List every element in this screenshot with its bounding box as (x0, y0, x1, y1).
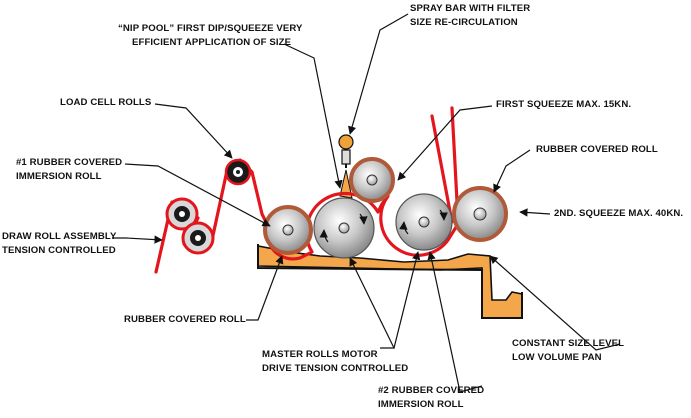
label-spray-bar: SPRAY BAR WITH FILTER SIZE RE-CIRCULATIO… (410, 2, 530, 30)
label-constant-level-line1: CONSTANT SIZE LEVEL (512, 338, 625, 349)
label-load-cell: LOAD CELL ROLLS (60, 96, 151, 110)
label-immersion-roll-1-line2: IMMERSION ROLL (16, 171, 102, 182)
label-immersion-roll-1: #1 RUBBER COVERED IMMERSION ROLL (16, 156, 122, 184)
load-cell-roll (224, 158, 252, 186)
label-constant-level: CONSTANT SIZE LEVEL LOW VOLUME PAN (512, 337, 624, 365)
label-nip-pool: “NIP POOL” FIRST DIP/SQUEEZE VERY EFFICI… (118, 22, 303, 50)
label-rubber-roll-bottom: RUBBER COVERED ROLL (124, 313, 246, 327)
second-squeeze-roll (452, 186, 508, 242)
label-second-squeeze-text: 2ND. SQUEEZE MAX. 40KN. (554, 208, 684, 219)
label-master-rolls: MASTER ROLLS MOTOR DRIVE TENSION CONTROL… (262, 348, 408, 376)
label-draw-roll-line1: DRAW ROLL ASSEMBLY (2, 231, 117, 242)
label-rubber-roll-bottom-text: RUBBER COVERED ROLL (124, 314, 246, 325)
label-first-squeeze-text: FIRST SQUEEZE MAX. 15KN. (496, 99, 632, 110)
master-roll-1 (313, 197, 375, 259)
label-immersion-roll-2-line1: #2 RUBBER COVERED (378, 385, 485, 396)
label-load-cell-text: LOAD CELL ROLLS (60, 97, 152, 108)
label-first-squeeze: FIRST SQUEEZE MAX. 15KN. (496, 98, 631, 112)
label-master-rolls-line2: DRIVE TENSION CONTROLLED (262, 363, 409, 374)
label-nip-pool-line2: EFFICIENT APPLICATION OF SIZE (132, 37, 292, 48)
spray-bar (338, 134, 354, 168)
label-spray-bar-line2: SIZE RE-CIRCULATION (410, 17, 518, 28)
label-draw-roll-line2: TENSION CONTROLLED (2, 245, 116, 256)
nip-pool (339, 169, 353, 199)
label-second-squeeze: 2ND. SQUEEZE MAX. 40KN. (554, 207, 683, 221)
label-draw-roll: DRAW ROLL ASSEMBLY TENSION CONTROLLED (2, 230, 116, 258)
label-master-rolls-line1: MASTER ROLLS MOTOR (262, 349, 378, 360)
draw-roll-assembly (165, 197, 215, 255)
label-rubber-roll-top-text: RUBBER COVERED ROLL (536, 144, 658, 155)
label-constant-level-line2: LOW VOLUME PAN (512, 352, 602, 363)
master-roll-2 (395, 193, 453, 251)
label-rubber-roll-top: RUBBER COVERED ROLL (536, 143, 658, 157)
size-pan (257, 244, 523, 319)
label-spray-bar-line1: SPRAY BAR WITH FILTER (410, 3, 531, 14)
immersion-roll-1 (263, 205, 313, 255)
label-immersion-roll-2: #2 RUBBER COVERED IMMERSION ROLL (378, 384, 484, 412)
label-nip-pool-line1: “NIP POOL” FIRST DIP/SQUEEZE VERY (118, 23, 303, 34)
first-squeeze-roll (349, 157, 395, 203)
leader-lines (112, 13, 621, 393)
label-immersion-roll-2-line2: IMMERSION ROLL (378, 399, 464, 410)
label-immersion-roll-1-line1: #1 RUBBER COVERED (16, 157, 123, 168)
